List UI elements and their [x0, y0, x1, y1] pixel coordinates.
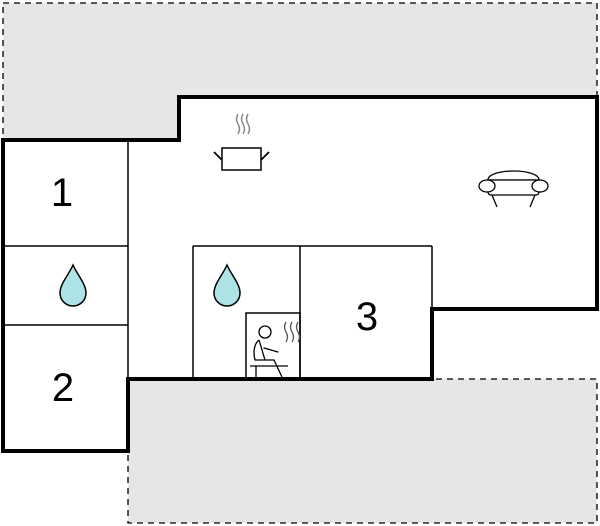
sauna-icon	[250, 321, 301, 378]
water-drop-icon	[59, 263, 87, 307]
room-3-label: 3	[356, 295, 378, 339]
interior-walls	[3, 140, 433, 380]
water-drop-icon	[213, 263, 241, 307]
room-2-label: 2	[52, 366, 74, 410]
exterior-area-bottom	[127, 378, 598, 524]
cooking-pot-icon	[213, 113, 270, 171]
room-1-label: 1	[51, 171, 73, 215]
sofa-icon	[478, 170, 549, 208]
